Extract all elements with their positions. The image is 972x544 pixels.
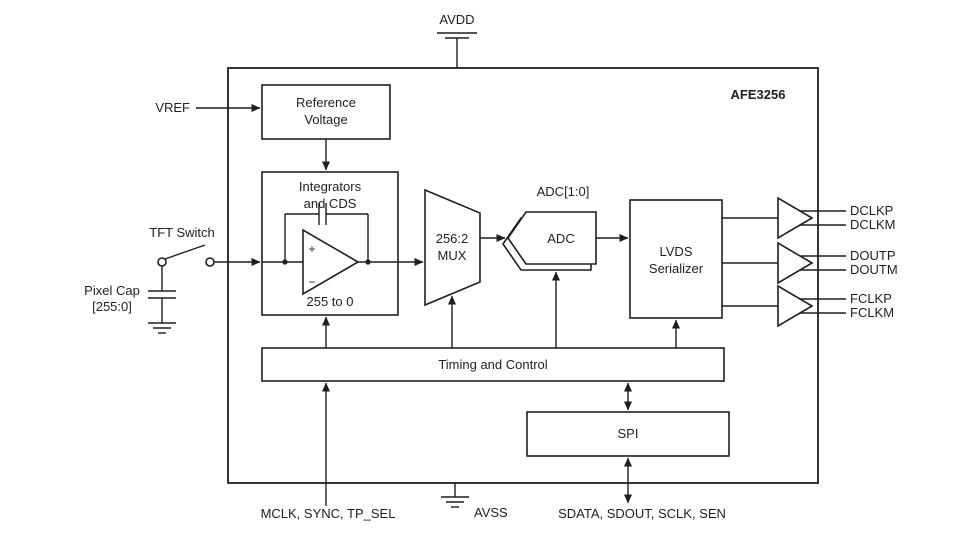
spi-pins-label: SDATA, SDOUT, SCLK, SEN bbox=[558, 506, 726, 521]
spi-label: SPI bbox=[618, 426, 639, 441]
bottom-pins: MCLK, SYNC, TP_SEL SDATA, SDOUT, SCLK, S… bbox=[261, 382, 726, 521]
timing-pins-label: MCLK, SYNC, TP_SEL bbox=[261, 506, 396, 521]
chip-title: AFE3256 bbox=[731, 87, 786, 102]
opamp-triangle bbox=[302, 228, 360, 296]
integrators-channel-range: 255 to 0 bbox=[307, 294, 354, 309]
lvds-box bbox=[629, 199, 723, 319]
switch-terminal-left bbox=[157, 257, 167, 267]
avss-ground: AVSS bbox=[441, 483, 508, 520]
pin-dclkm: DCLKM bbox=[850, 217, 896, 232]
lvds-output-drivers: DCLKP DCLKM DOUTP DOUTM FCLKP FCLKM bbox=[777, 196, 898, 328]
adc-bus-label: ADC[1:0] bbox=[537, 184, 590, 199]
pixel-cap-label-2: [255:0] bbox=[92, 299, 132, 314]
mux-block: 256:2 MUX bbox=[424, 188, 506, 307]
adc-label: ADC bbox=[547, 231, 574, 246]
pin-doutp: DOUTP bbox=[850, 248, 896, 263]
pixel-cap-label-1: Pixel Cap bbox=[84, 283, 140, 298]
tft-switch-label: TFT Switch bbox=[149, 225, 215, 240]
lvds-driver-dclk bbox=[777, 196, 814, 240]
output-node-dot bbox=[365, 259, 371, 265]
pin-fclkm: FCLKM bbox=[850, 305, 894, 320]
pin-dclkp: DCLKP bbox=[850, 203, 893, 218]
mux-trapezoid bbox=[424, 188, 481, 307]
spi-box bbox=[526, 411, 730, 457]
mux-label-2: MUX bbox=[438, 248, 467, 263]
avdd-supply: AVDD bbox=[437, 12, 477, 68]
avdd-label: AVDD bbox=[439, 12, 474, 27]
adc-block: ADC[1:0] ADC bbox=[502, 184, 629, 271]
pixel-cap: Pixel Cap [255:0] bbox=[84, 266, 176, 334]
input-node-dot bbox=[282, 259, 288, 265]
lvds-label-1: LVDS bbox=[660, 244, 693, 259]
reference-voltage-block: Reference Voltage bbox=[261, 84, 391, 171]
timing-label: Timing and Control bbox=[438, 357, 547, 372]
integrators-label-2: and CDS bbox=[304, 196, 357, 211]
lvds-driver-fclk bbox=[777, 284, 814, 328]
opamp-minus-sign: − bbox=[308, 275, 315, 289]
opamp-plus-sign: + bbox=[308, 242, 315, 256]
integrators-block: Integrators and CDS 255 to 0 + − bbox=[261, 171, 424, 316]
avss-label: AVSS bbox=[474, 505, 508, 520]
lvds-driver-dout bbox=[777, 241, 814, 285]
switch-arm bbox=[164, 244, 206, 260]
vref-label: VREF bbox=[155, 100, 190, 115]
pin-fclkp: FCLKP bbox=[850, 291, 892, 306]
switch-terminal-right bbox=[205, 257, 215, 267]
timing-control-block: Timing and Control bbox=[261, 271, 725, 382]
timing-box bbox=[261, 347, 725, 382]
lvds-serializer-block: LVDS Serializer bbox=[629, 199, 778, 319]
spi-block: SPI bbox=[526, 382, 730, 504]
reference-voltage-box bbox=[261, 84, 391, 140]
pin-doutm: DOUTM bbox=[850, 262, 898, 277]
mux-label-1: 256:2 bbox=[436, 231, 469, 246]
lvds-label-2: Serializer bbox=[649, 261, 704, 276]
reference-voltage-label-2: Voltage bbox=[304, 112, 347, 127]
tft-switch: TFT Switch bbox=[149, 225, 261, 267]
integrators-label-1: Integrators bbox=[299, 179, 362, 194]
vref-input: VREF bbox=[155, 100, 261, 115]
reference-voltage-label-1: Reference bbox=[296, 95, 356, 110]
